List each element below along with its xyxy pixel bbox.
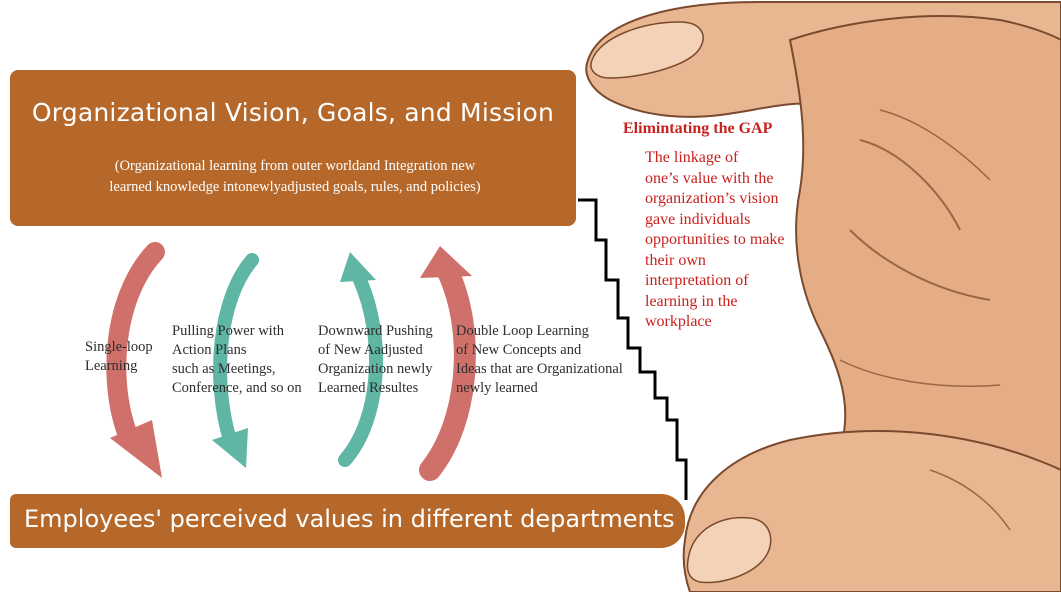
gap-line-3: organization’s vision: [645, 190, 779, 207]
gap-line-2: one’s value with the: [645, 169, 774, 187]
gap-line-7: interpretation of: [645, 272, 749, 289]
double-loop-arrow-icon: [419, 246, 476, 481]
employees-values-box: Employees' perceived values in different…: [10, 494, 685, 548]
pulling-power-line-3: such as Meetings,: [172, 361, 276, 377]
pulling-power-arrow-icon: [212, 253, 259, 468]
gap-line-8: learning in the: [645, 292, 738, 310]
downward-pushing-line-4: Learned Resultes: [318, 380, 419, 396]
downward-pushing-arrow-icon: [338, 252, 384, 467]
double-loop-line-2: of New Concepts and: [456, 342, 582, 358]
downward-pushing-line-2: of New Aadjusted: [318, 342, 423, 358]
pulling-power-label: Pulling Power with Action Plans such as …: [172, 322, 302, 398]
gap-line-1: The linkage of: [645, 149, 739, 166]
double-loop-line-1: Double Loop Learning: [456, 323, 589, 339]
double-loop-label: Double Loop Learning of New Concepts and…: [456, 322, 623, 398]
single-loop-line-1: Single-loop: [85, 339, 153, 355]
pulling-power-line-1: Pulling Power with: [172, 323, 284, 339]
gap-description: The linkage of one’s value with the orga…: [645, 148, 825, 333]
employees-values-title: Employees' perceived values in different…: [24, 505, 675, 533]
downward-pushing-label: Downward Pushing of New Aadjusted Organi…: [318, 322, 433, 398]
vision-goals-mission-title: Organizational Vision, Goals, and Missio…: [31, 98, 555, 127]
single-loop-arrow-icon: [106, 242, 165, 478]
gap-line-6: their own: [645, 251, 706, 269]
single-loop-line-2: Learning: [85, 358, 138, 374]
double-loop-line-3: Ideas that are Organizational: [456, 361, 623, 377]
downward-pushing-line-3: Organization newly: [318, 361, 433, 377]
subtitle-line-2: learned knowledge intonewlyadjusted goal…: [109, 179, 481, 195]
double-loop-line-4: newly learned: [456, 380, 538, 396]
gap-line-9: workplace: [645, 313, 712, 330]
gap-title: Elimintating the GAP: [623, 120, 773, 137]
single-loop-label: Single-loop Learning: [85, 338, 153, 376]
downward-pushing-line-1: Downward Pushing: [318, 323, 433, 339]
pulling-power-line-2: Action Plans: [172, 342, 247, 358]
subtitle-line-1: (Organizational learning from outer worl…: [114, 158, 476, 174]
gap-line-4: gave individuals: [645, 210, 751, 228]
gap-line-5: opportunities to make: [645, 231, 785, 248]
vision-goals-mission-box: Organizational Vision, Goals, and Missio…: [10, 70, 576, 226]
pulling-power-line-4: Conference, and so on: [172, 380, 302, 396]
vision-goals-mission-subtitle: (Organizational learning from outer worl…: [70, 156, 520, 198]
